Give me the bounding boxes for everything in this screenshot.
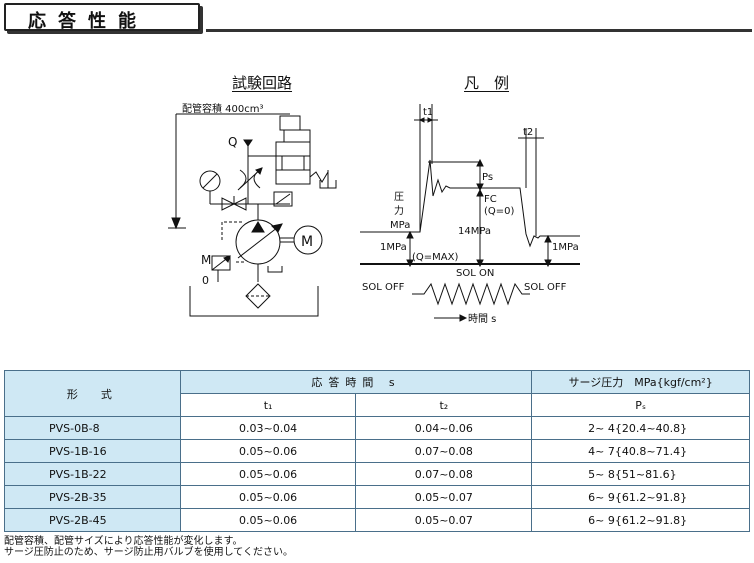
qmax-label: (Q=MAX) — [412, 252, 458, 263]
row-surge: 6~ 9{61.2~91.8} — [531, 508, 750, 532]
pressure-axis-3: MPa — [390, 220, 410, 231]
valve-top-block — [279, 115, 301, 131]
row-t2: 0.04~0.06 — [355, 416, 533, 440]
table-row: PVS-1B-16 0.05~0.06 0.07~0.08 4~ 7{40.8~… — [4, 439, 750, 463]
header-model: 形 式 — [4, 370, 181, 417]
valve-middle-section — [275, 155, 311, 171]
row-model: PVS-2B-45 — [4, 508, 181, 532]
row-t1: 0.05~0.06 — [179, 485, 357, 509]
pressure-axis-2: 力 — [394, 204, 404, 217]
table-header-row-1: 形 式 応答時間 s サージ圧力 MPa{kgf/cm²} — [4, 370, 750, 417]
reservoir — [189, 286, 319, 317]
row-model: PVS-1B-16 — [4, 439, 181, 463]
row-t2: 0.07~0.08 — [355, 439, 533, 463]
pressure-trace — [360, 159, 580, 248]
table-row: PVS-0B-8 0.03~0.04 0.04~0.06 2~ 4{20.4~4… — [4, 416, 750, 440]
fc-label: FC — [484, 194, 497, 205]
row-t2: 0.05~0.07 — [355, 508, 533, 532]
relief-valve — [273, 191, 293, 207]
sol-off-right-label: SOL OFF — [524, 282, 567, 293]
header-t1: t₁ — [179, 393, 357, 417]
fourteen-mpa-label: 14MPa — [458, 226, 491, 237]
motor-symbol — [293, 225, 323, 255]
motor-label: M — [301, 234, 313, 250]
row-t1: 0.05~0.06 — [179, 439, 357, 463]
one-mpa-left: 1MPa — [380, 242, 407, 253]
row-t1: 0.03~0.04 — [179, 416, 357, 440]
test-circuit-diagram: 配管容積 400cm³ Q M 0 M — [168, 102, 580, 325]
row-model: PVS-0B-8 — [4, 416, 181, 440]
needle-valve-left — [221, 197, 236, 211]
row-surge: 5~ 8{51~81.6} — [531, 462, 750, 486]
table-row: PVS-1B-22 0.05~0.06 0.07~0.08 5~ 8{51~81… — [4, 462, 750, 486]
q-label: Q — [228, 135, 237, 149]
filter-symbol — [245, 283, 271, 309]
circuit-heading: 試験回路 — [232, 74, 293, 92]
row-t2: 0.07~0.08 — [355, 462, 533, 486]
note-line: 配管容積、配管サイズにより応答性能が変化します。 — [4, 536, 243, 547]
table-row: PVS-2B-35 0.05~0.06 0.05~0.07 6~ 9{61.2~… — [4, 485, 750, 509]
time-label: 時間 s — [468, 313, 496, 325]
header-t2: t₂ — [355, 393, 533, 417]
sol-signal — [412, 282, 530, 306]
t2-label: t2 — [523, 127, 533, 138]
row-t1: 0.05~0.06 — [179, 462, 357, 486]
pressure-axis-1: 圧 — [394, 192, 404, 203]
header-ps: Pₛ — [531, 393, 750, 417]
valve-upper-section — [275, 141, 311, 157]
section-title-box: 応答性能 — [4, 3, 200, 32]
sol-on-label: SOL ON — [456, 268, 494, 279]
row-model: PVS-1B-22 — [4, 462, 181, 486]
t1-label: t1 — [423, 107, 433, 118]
pipe-volume-arrowhead — [171, 217, 181, 230]
table-row: PVS-2B-45 0.05~0.06 0.05~0.07 6~ 9{61.2~… — [4, 508, 750, 532]
row-surge: 2~ 4{20.4~40.8} — [531, 416, 750, 440]
row-model: PVS-2B-35 — [4, 485, 181, 509]
m-setting-box — [211, 255, 231, 271]
row-surge: 6~ 9{61.2~91.8} — [531, 485, 750, 509]
row-t1: 0.05~0.06 — [179, 508, 357, 532]
note-line: サージ圧防止のため、サージ防止用バルブを使用してください。 — [4, 547, 293, 558]
solenoid-box — [283, 129, 311, 143]
needle-valve-right — [232, 197, 247, 211]
m-label: M — [201, 253, 211, 267]
table-header-row-2: t₁ t₂ Pₛ — [5, 393, 750, 417]
q0-label: (Q=0) — [484, 206, 515, 217]
valve-spring — [309, 171, 329, 183]
ps-label: Ps — [482, 172, 493, 183]
pipe-volume-label: 配管容積 400cm³ — [182, 102, 264, 115]
valve-lower-section — [275, 169, 311, 185]
zero-label: 0 — [202, 274, 209, 287]
section-title: 応答性能 — [28, 11, 148, 32]
header-surge-pressure: サージ圧力 MPa{kgf/cm²} — [531, 370, 750, 394]
tank-symbol-2 — [267, 266, 283, 273]
title-rule — [206, 29, 752, 32]
response-spec-table: 形 式 応答時間 s サージ圧力 MPa{kgf/cm²} t₁ t₂ Pₛ P… — [4, 370, 750, 532]
one-mpa-right: 1MPa — [552, 242, 579, 253]
row-surge: 4~ 7{40.8~71.4} — [531, 439, 750, 463]
row-t2: 0.05~0.07 — [355, 485, 533, 509]
header-response-time: 応答時間 s — [179, 370, 533, 394]
legend-heading: 凡 例 — [464, 74, 510, 92]
notes: 配管容積、配管サイズにより応答性能が変化します。 サージ圧防止のため、サージ防止… — [4, 536, 293, 558]
sol-off-left-label: SOL OFF — [362, 282, 405, 293]
